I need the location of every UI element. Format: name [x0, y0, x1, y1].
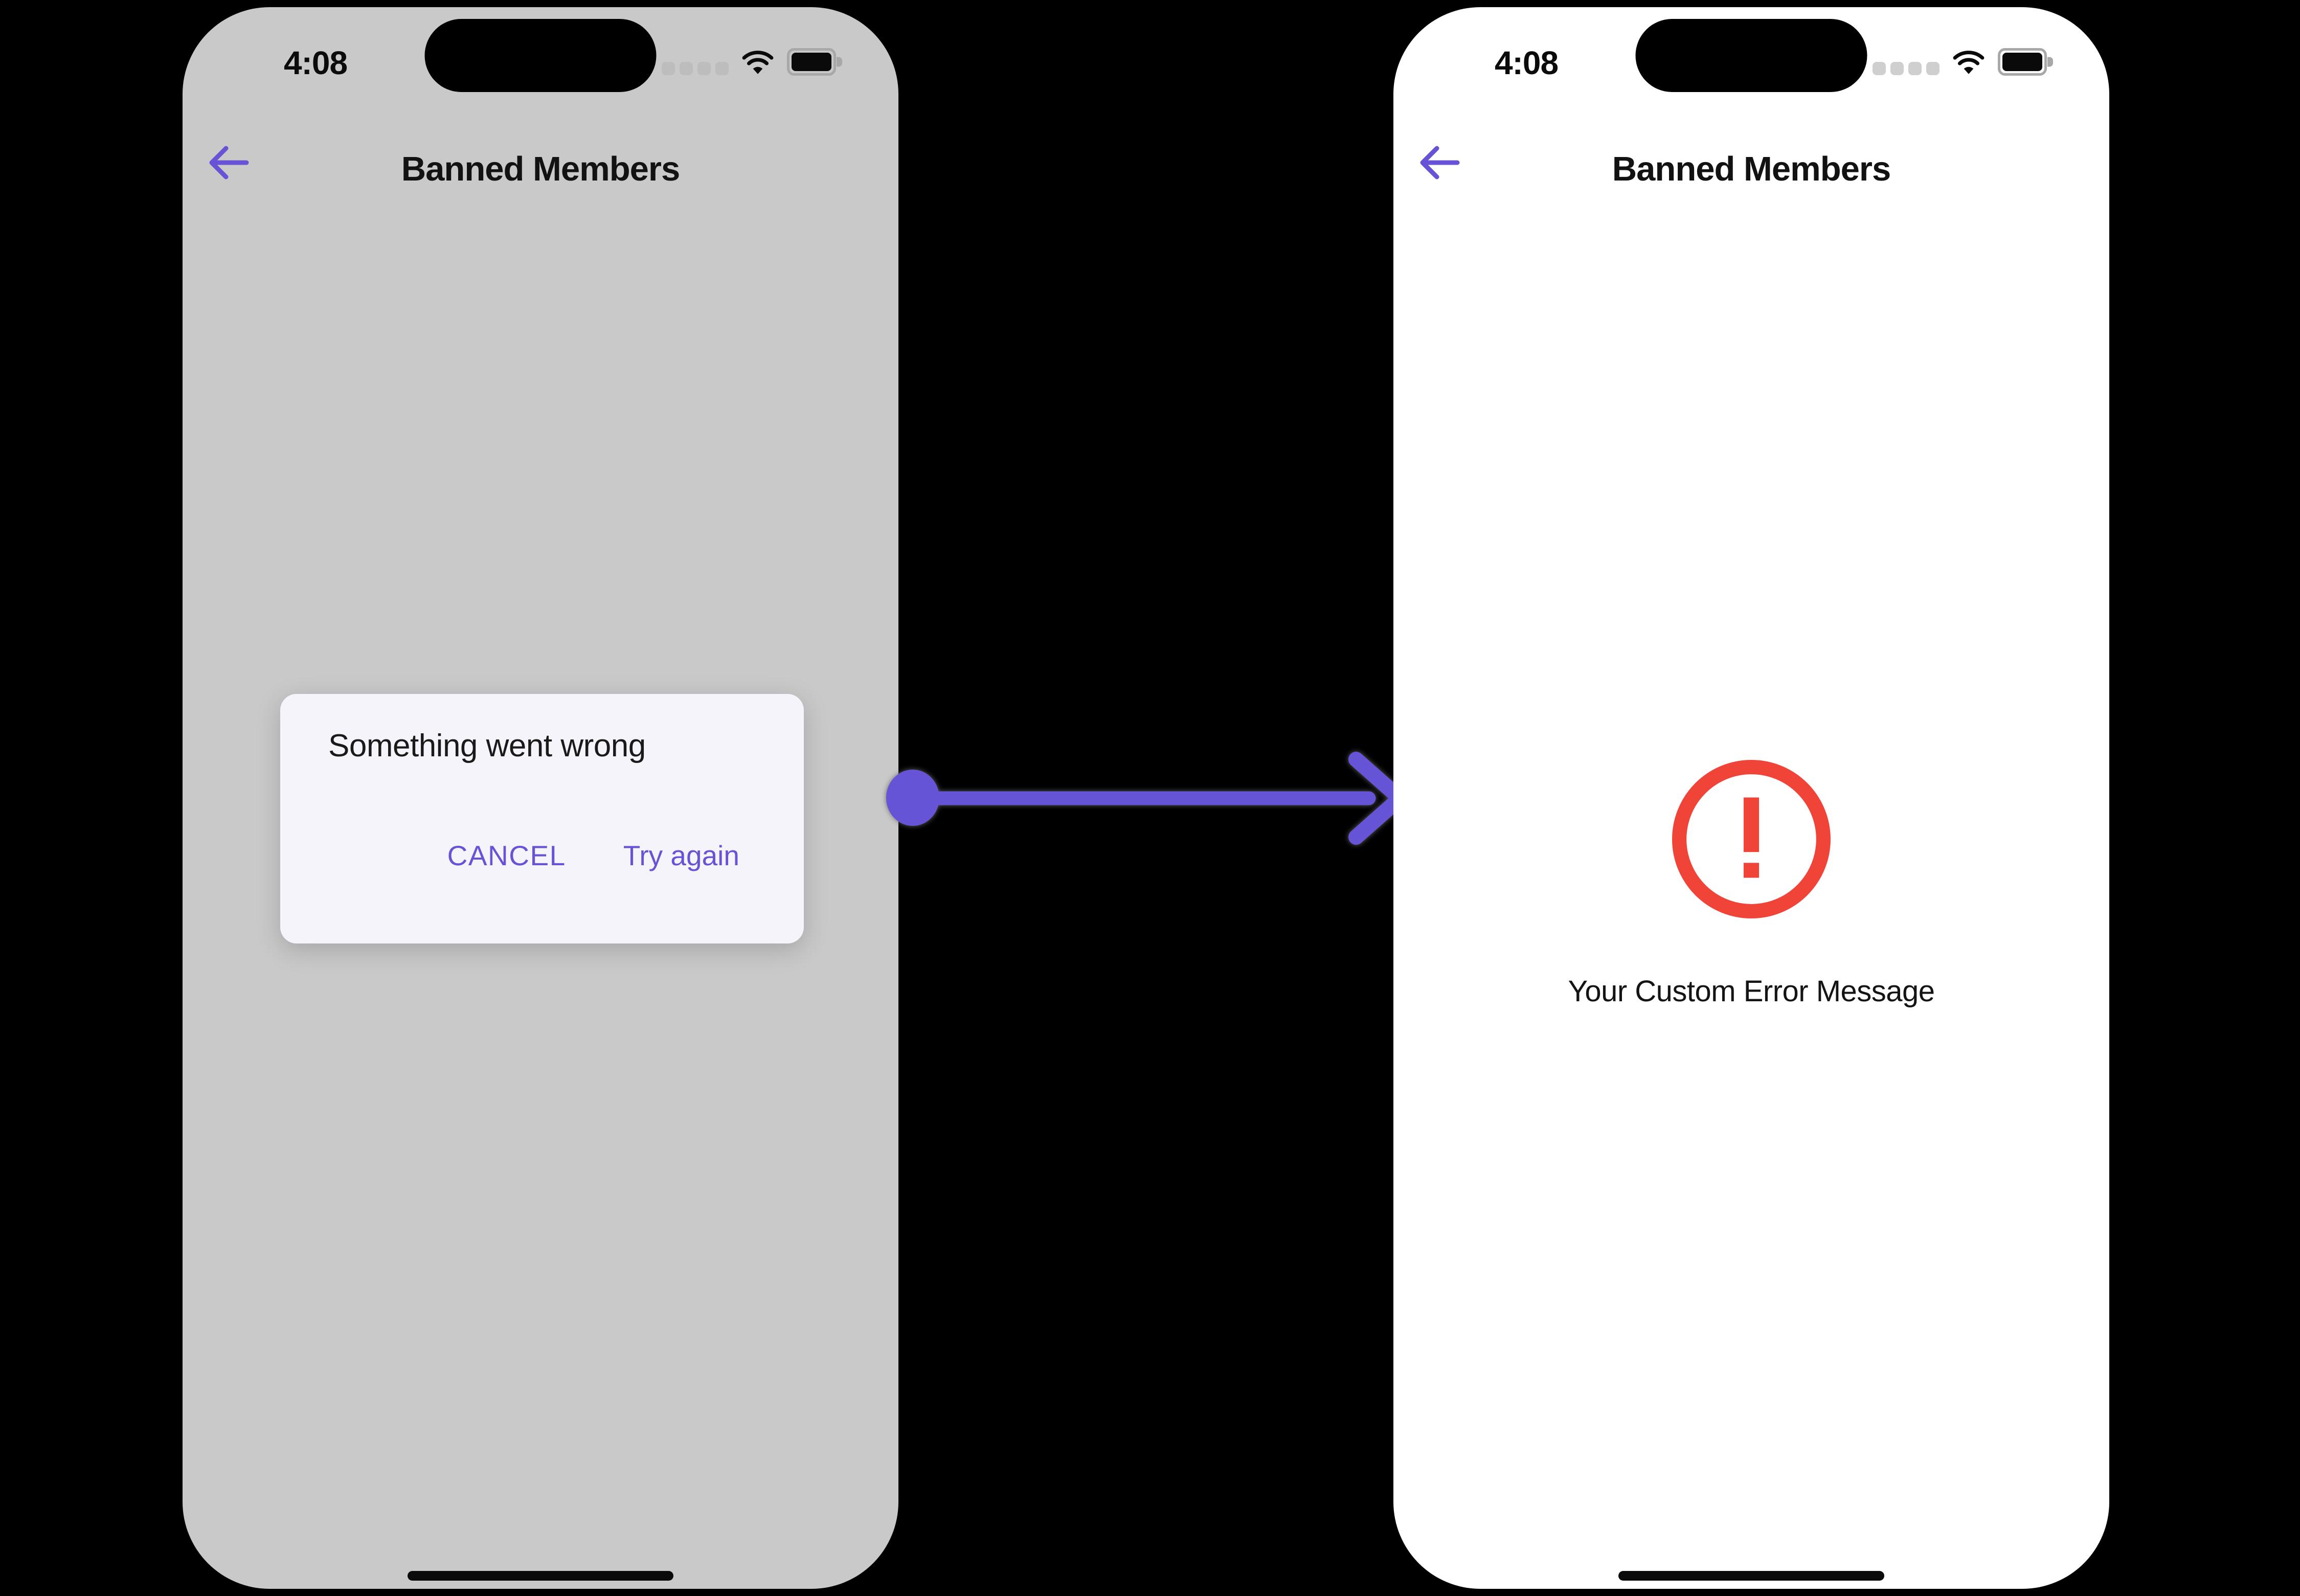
page-title: Banned Members [1612, 150, 1891, 188]
alert-circle-icon [1672, 760, 1831, 918]
status-bar: 4:08 [1393, 7, 2109, 104]
back-button[interactable] [1416, 141, 1463, 184]
back-button[interactable] [205, 141, 252, 184]
status-time: 4:08 [1494, 44, 1559, 81]
phone-right: 4:08 Banned Members [1393, 7, 2109, 1589]
arrow-left-icon [209, 146, 249, 179]
cancel-button[interactable]: CANCEL [447, 840, 566, 871]
dialog-title: Something went wrong [328, 728, 646, 763]
dialog-buttons: CANCEL Try again [447, 839, 739, 872]
status-bar: 4:08 [183, 7, 898, 104]
status-icons [1873, 47, 2054, 77]
cellular-signal-icon [662, 62, 729, 75]
cellular-signal-icon [1873, 62, 1940, 75]
alert-dialog: Something went wrong CANCEL Try again [280, 694, 804, 943]
error-message: Your Custom Error Message [1568, 975, 1935, 1008]
status-icons [662, 47, 843, 77]
arrow-left-icon [1420, 146, 1460, 179]
page-title: Banned Members [401, 150, 680, 188]
wifi-icon [742, 51, 774, 74]
wifi-icon [1953, 51, 1985, 74]
header: Banned Members [183, 135, 898, 207]
battery-icon [1998, 48, 2053, 76]
status-time: 4:08 [283, 44, 348, 81]
transition-arrow-icon [886, 752, 1408, 845]
home-indicator[interactable] [1618, 1571, 1884, 1581]
dynamic-island [424, 19, 657, 92]
error-state: Your Custom Error Message [1393, 759, 2109, 1008]
battery-icon [787, 48, 842, 76]
dynamic-island [1635, 19, 1867, 92]
phone-left: 4:08 Banned Members Something went [183, 7, 898, 1589]
header: Banned Members [1393, 135, 2109, 207]
try-again-button[interactable]: Try again [623, 840, 739, 871]
home-indicator[interactable] [408, 1571, 673, 1581]
